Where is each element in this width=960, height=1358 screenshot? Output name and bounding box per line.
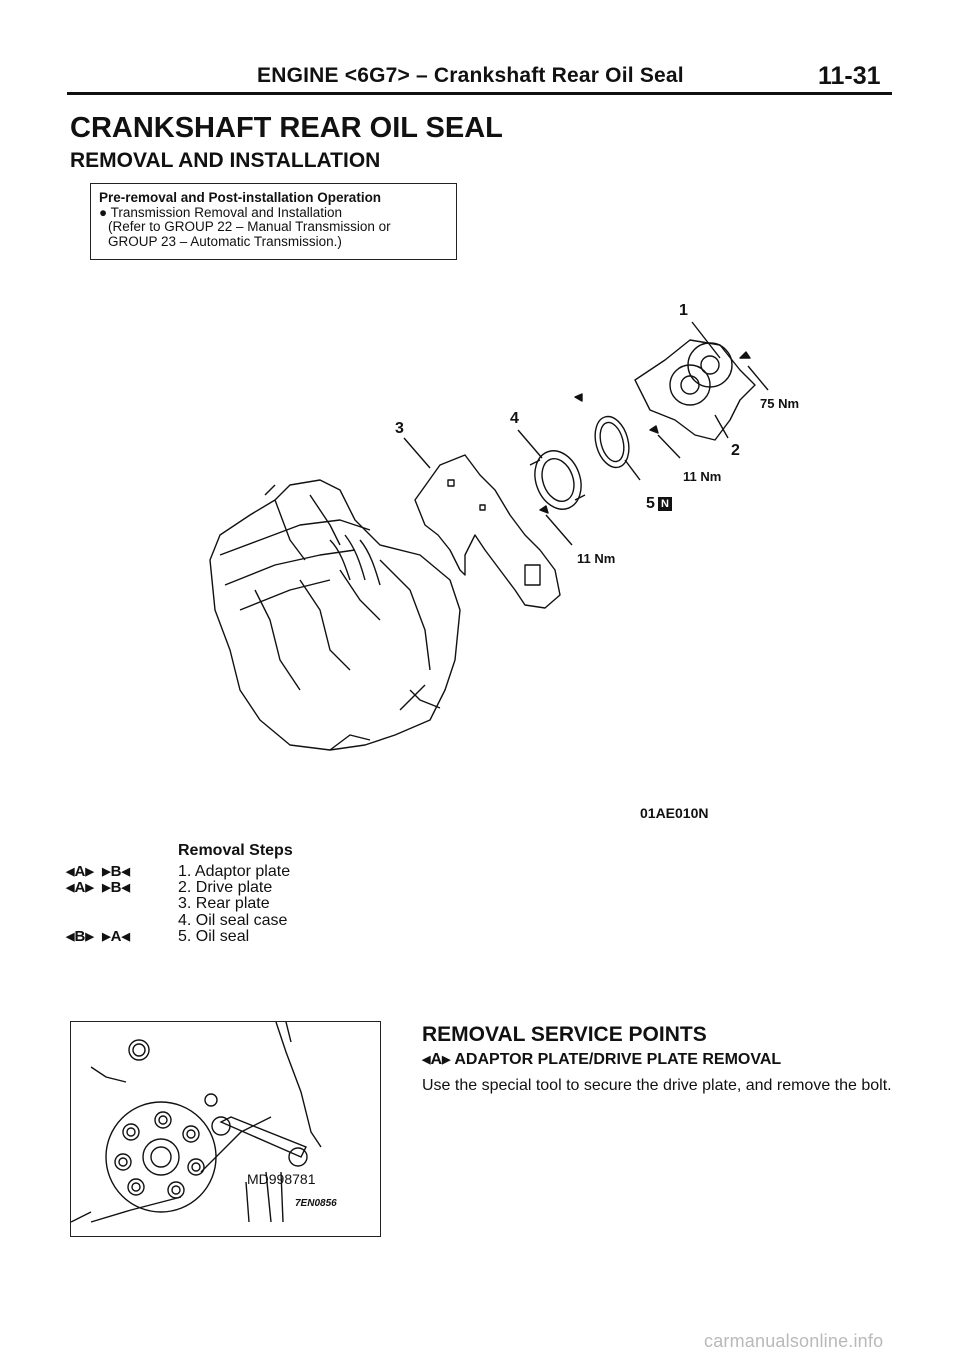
mark-install-1: B: [110, 863, 122, 880]
left-triangle-icon: ◀: [66, 866, 75, 878]
mark-removal-5: B: [74, 927, 86, 945]
right-triangle-icon: ▶: [85, 866, 94, 878]
right-triangle-icon: ▶: [442, 1054, 451, 1066]
section-title: ENGINE <6G7> – Crankshaft Rear Oil Seal: [257, 64, 684, 87]
right-triangle-icon: ▶: [102, 866, 111, 878]
figure-code: 01AE010N: [640, 805, 709, 821]
pre-removal-item: ● Transmission Removal and Installation: [99, 204, 456, 221]
mark-install-5: A: [110, 927, 122, 945]
bullet-icon: ●: [99, 204, 108, 220]
exploded-diagram: 1 2 3 4 5 N 75 Nm 11 Nm 11 Nm 01AE010N: [180, 290, 840, 830]
right-triangle-icon: ▶: [85, 882, 94, 895]
mark-install-2: B: [110, 879, 122, 897]
pre-removal-ref-1: (Refer to GROUP 22 – Manual Transmission…: [108, 219, 391, 234]
pre-removal-item-text: Transmission Removal and Installation: [110, 204, 343, 220]
callout-5: 5: [646, 495, 655, 512]
left-triangle-icon: ◀: [66, 882, 75, 895]
removal-step-5: 5. Oil seal: [178, 927, 250, 945]
step-marks-3: [66, 896, 130, 912]
left-triangle-icon: ◀: [121, 930, 130, 943]
torque-label-11-b: 11 Nm: [577, 551, 616, 566]
left-triangle-icon: ◀: [66, 930, 75, 943]
callout-1: 1: [679, 302, 688, 319]
service-points-body: Use the special tool to secure the drive…: [422, 1077, 892, 1094]
special-tool-figure: MD998781 7EN0856: [70, 1021, 381, 1237]
step-marks-5: ◀B▶ ▶A◀: [66, 927, 130, 945]
torque-label-11-a: 11 Nm: [683, 469, 722, 484]
special-tool-illustration: [71, 1022, 322, 1223]
torque-label-75: 75 Nm: [760, 396, 800, 411]
site-watermark: carmanualsonline.info: [704, 1331, 884, 1351]
removal-steps-list: 1. Adaptor plate 2. Drive plate 3. Rear …: [178, 863, 291, 945]
callout-4: 4: [510, 410, 519, 427]
step-marks-4: [66, 913, 130, 929]
removal-step-1: 1. Adaptor plate: [178, 863, 291, 880]
service-marks-column: ◀A▶ ▶B◀ ◀A▶ ▶B◀ ◀B▶ ▶A◀: [66, 863, 130, 945]
left-triangle-icon: ◀: [121, 866, 130, 878]
engine-illustration: [209, 321, 769, 751]
page-title: CRANKSHAFT REAR OIL SEAL: [70, 112, 503, 144]
removal-step-2: 2. Drive plate: [178, 879, 273, 897]
section-subtitle: REMOVAL AND INSTALLATION: [70, 149, 381, 172]
service-point-mark: A: [430, 1051, 443, 1068]
right-triangle-icon: ▶: [85, 930, 94, 943]
service-point-title: ADAPTOR PLATE/DRIVE PLATE REMOVAL: [454, 1051, 782, 1068]
right-triangle-icon: ▶: [102, 882, 111, 895]
step-marks-1: ◀A▶ ▶B◀: [66, 863, 130, 880]
new-part-badge: N: [658, 497, 672, 511]
callout-2: 2: [731, 442, 740, 459]
mark-removal-2: A: [74, 879, 86, 897]
service-points-subheading: ◀A▶ ADAPTOR PLATE/DRIVE PLATE REMOVAL: [422, 1051, 781, 1069]
pre-removal-heading: Pre-removal and Post-installation Operat…: [99, 190, 382, 205]
tool-number-label: MD998781: [247, 1171, 316, 1187]
left-triangle-icon: ◀: [422, 1054, 431, 1066]
pre-removal-box: Pre-removal and Post-installation Operat…: [90, 183, 457, 260]
right-triangle-icon: ▶: [102, 930, 111, 943]
removal-step-4: 4. Oil seal case: [178, 911, 288, 929]
photo-figure-code: 7EN0856: [295, 1198, 337, 1209]
page-number: 11-31: [818, 62, 881, 90]
left-triangle-icon: ◀: [121, 882, 130, 895]
pre-removal-ref-2: GROUP 23 – Automatic Transmission.): [108, 233, 342, 249]
removal-steps-heading: Removal Steps: [178, 842, 293, 859]
removal-step-3: 3. Rear plate: [178, 895, 270, 913]
step-marks-2: ◀A▶ ▶B◀: [66, 880, 130, 896]
service-points-heading: REMOVAL SERVICE POINTS: [422, 1023, 707, 1046]
callout-3: 3: [395, 420, 404, 437]
mark-removal-1: A: [74, 863, 86, 880]
header-rule: [67, 92, 892, 95]
